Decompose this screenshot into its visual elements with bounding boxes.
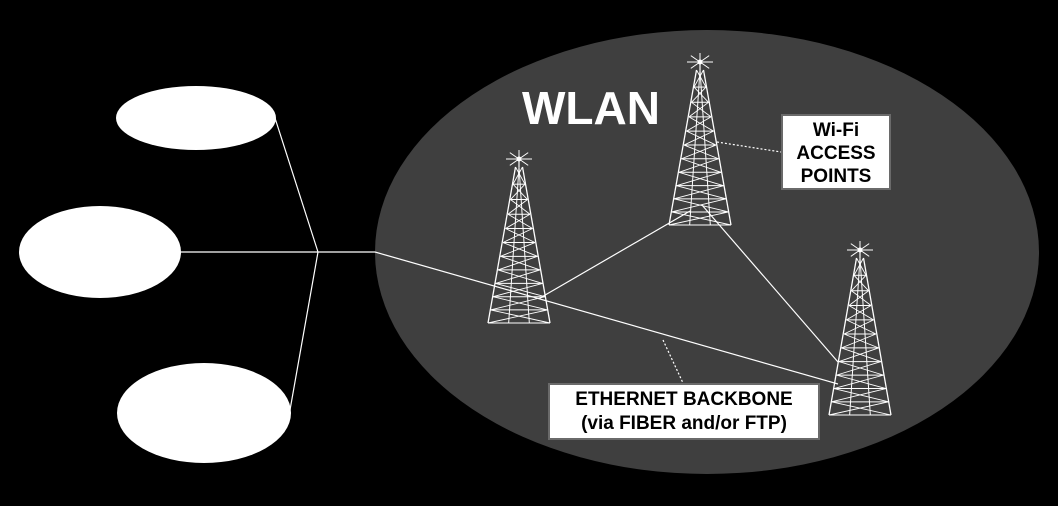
tower-strut	[848, 305, 874, 321]
tower-strut	[856, 257, 867, 276]
backbone-label-line: ETHERNET BACKBONE	[575, 389, 793, 410]
backbone-left-to-center-tower	[539, 210, 691, 299]
tower-strut	[681, 158, 722, 173]
ethernet-backbone	[374, 204, 839, 385]
tower-strut	[851, 274, 867, 292]
tower-strut	[828, 257, 858, 416]
wifi-label-line: ACCESS	[796, 143, 876, 164]
tower-strut	[686, 130, 717, 146]
ethernet-backbone-label: ETHERNET BACKBONE (via FIBER and/or FTP)	[548, 383, 820, 440]
tower-strut	[862, 257, 892, 416]
client-node-middle[interactable]	[19, 206, 181, 298]
client-node-bottom[interactable]	[117, 363, 291, 463]
tower-strut	[843, 333, 879, 349]
tower-strut	[671, 198, 727, 213]
tower-strut	[693, 69, 704, 88]
tower-strut	[693, 86, 709, 103]
tower-strut	[490, 309, 551, 324]
tower-strut	[838, 347, 879, 363]
tower-strut	[686, 116, 712, 132]
tower-strut	[836, 361, 882, 376]
tower-strut	[512, 166, 523, 185]
tower-strut	[838, 361, 884, 376]
tower-strut	[510, 183, 526, 200]
tower-strut	[683, 144, 719, 160]
tower-strut	[487, 309, 548, 324]
tower-strut	[678, 171, 724, 187]
tower-strut	[843, 319, 874, 335]
tower-strut	[495, 269, 541, 284]
antenna-tip	[697, 59, 703, 65]
tower-strut	[497, 255, 538, 271]
tower-strut	[515, 166, 526, 185]
tower-strut	[676, 185, 727, 200]
antenna-tip	[516, 156, 522, 162]
tower-strut	[841, 333, 877, 349]
tower-strut	[497, 269, 543, 284]
wifi-label-line: POINTS	[800, 166, 872, 187]
tower-strut	[681, 144, 717, 160]
tower-strut	[848, 290, 869, 306]
radio-tower-center[interactable]	[668, 53, 732, 226]
tower-strut	[851, 290, 872, 306]
tower-strut	[507, 213, 533, 229]
tower-strut	[676, 171, 722, 187]
tower-strut	[505, 228, 536, 243]
tower-strut	[502, 242, 538, 257]
link-top-client	[274, 117, 319, 253]
backbone-center-to-right-tower	[701, 204, 839, 363]
tower-strut	[828, 401, 889, 416]
tower-strut	[702, 69, 732, 226]
tower-strut	[668, 211, 729, 226]
tower-strut	[492, 282, 543, 298]
wifi-label-line: Wi-Fi	[812, 120, 860, 141]
tower-strut	[831, 401, 892, 416]
tower-strut	[505, 213, 531, 229]
wifi-label-leader	[716, 141, 782, 153]
tower-strut	[673, 198, 729, 213]
backbone-label-line: (via FIBER and/or FTP)	[581, 413, 787, 434]
tower-strut	[696, 69, 707, 88]
tower-strut	[500, 242, 536, 257]
tower-strut	[846, 319, 877, 335]
client-node-top[interactable]	[116, 86, 276, 150]
tower-strut	[846, 305, 872, 321]
tower-strut	[841, 347, 882, 363]
tower-strut	[836, 374, 887, 389]
tower-strut	[512, 183, 528, 200]
client-links	[181, 117, 375, 411]
tower-strut	[678, 158, 719, 173]
radio-towers	[487, 53, 892, 416]
tower-strut	[673, 185, 724, 200]
tower-strut	[691, 101, 712, 118]
tower-strut	[671, 211, 732, 226]
tower-strut	[495, 282, 546, 298]
radio-tower-right[interactable]	[828, 241, 892, 416]
tower-strut	[490, 296, 546, 311]
tower-strut	[853, 257, 864, 276]
tower-strut	[507, 199, 528, 215]
wifi-access-points-label: Wi-Fi ACCESS POINTS	[781, 114, 891, 190]
tower-strut	[492, 296, 548, 311]
tower-strut	[691, 86, 707, 103]
tower-strut	[833, 388, 889, 403]
tower-strut	[487, 166, 517, 324]
tower-strut	[502, 228, 533, 243]
tower-strut	[521, 166, 551, 324]
tower-strut	[833, 374, 884, 389]
wlan-title: WLAN	[522, 82, 660, 134]
antenna-tip	[857, 247, 863, 253]
tower-strut	[831, 388, 887, 403]
backbone-hub-to-right-tower	[374, 251, 839, 385]
link-bottom-client	[289, 251, 319, 411]
tower-strut	[688, 101, 709, 118]
tower-strut	[668, 69, 698, 226]
tower-strut	[688, 116, 714, 132]
tower-strut	[510, 199, 531, 215]
radio-tower-left[interactable]	[487, 150, 551, 324]
tower-strut	[853, 274, 869, 292]
tower-strut	[500, 255, 541, 271]
tower-strut	[683, 130, 714, 146]
